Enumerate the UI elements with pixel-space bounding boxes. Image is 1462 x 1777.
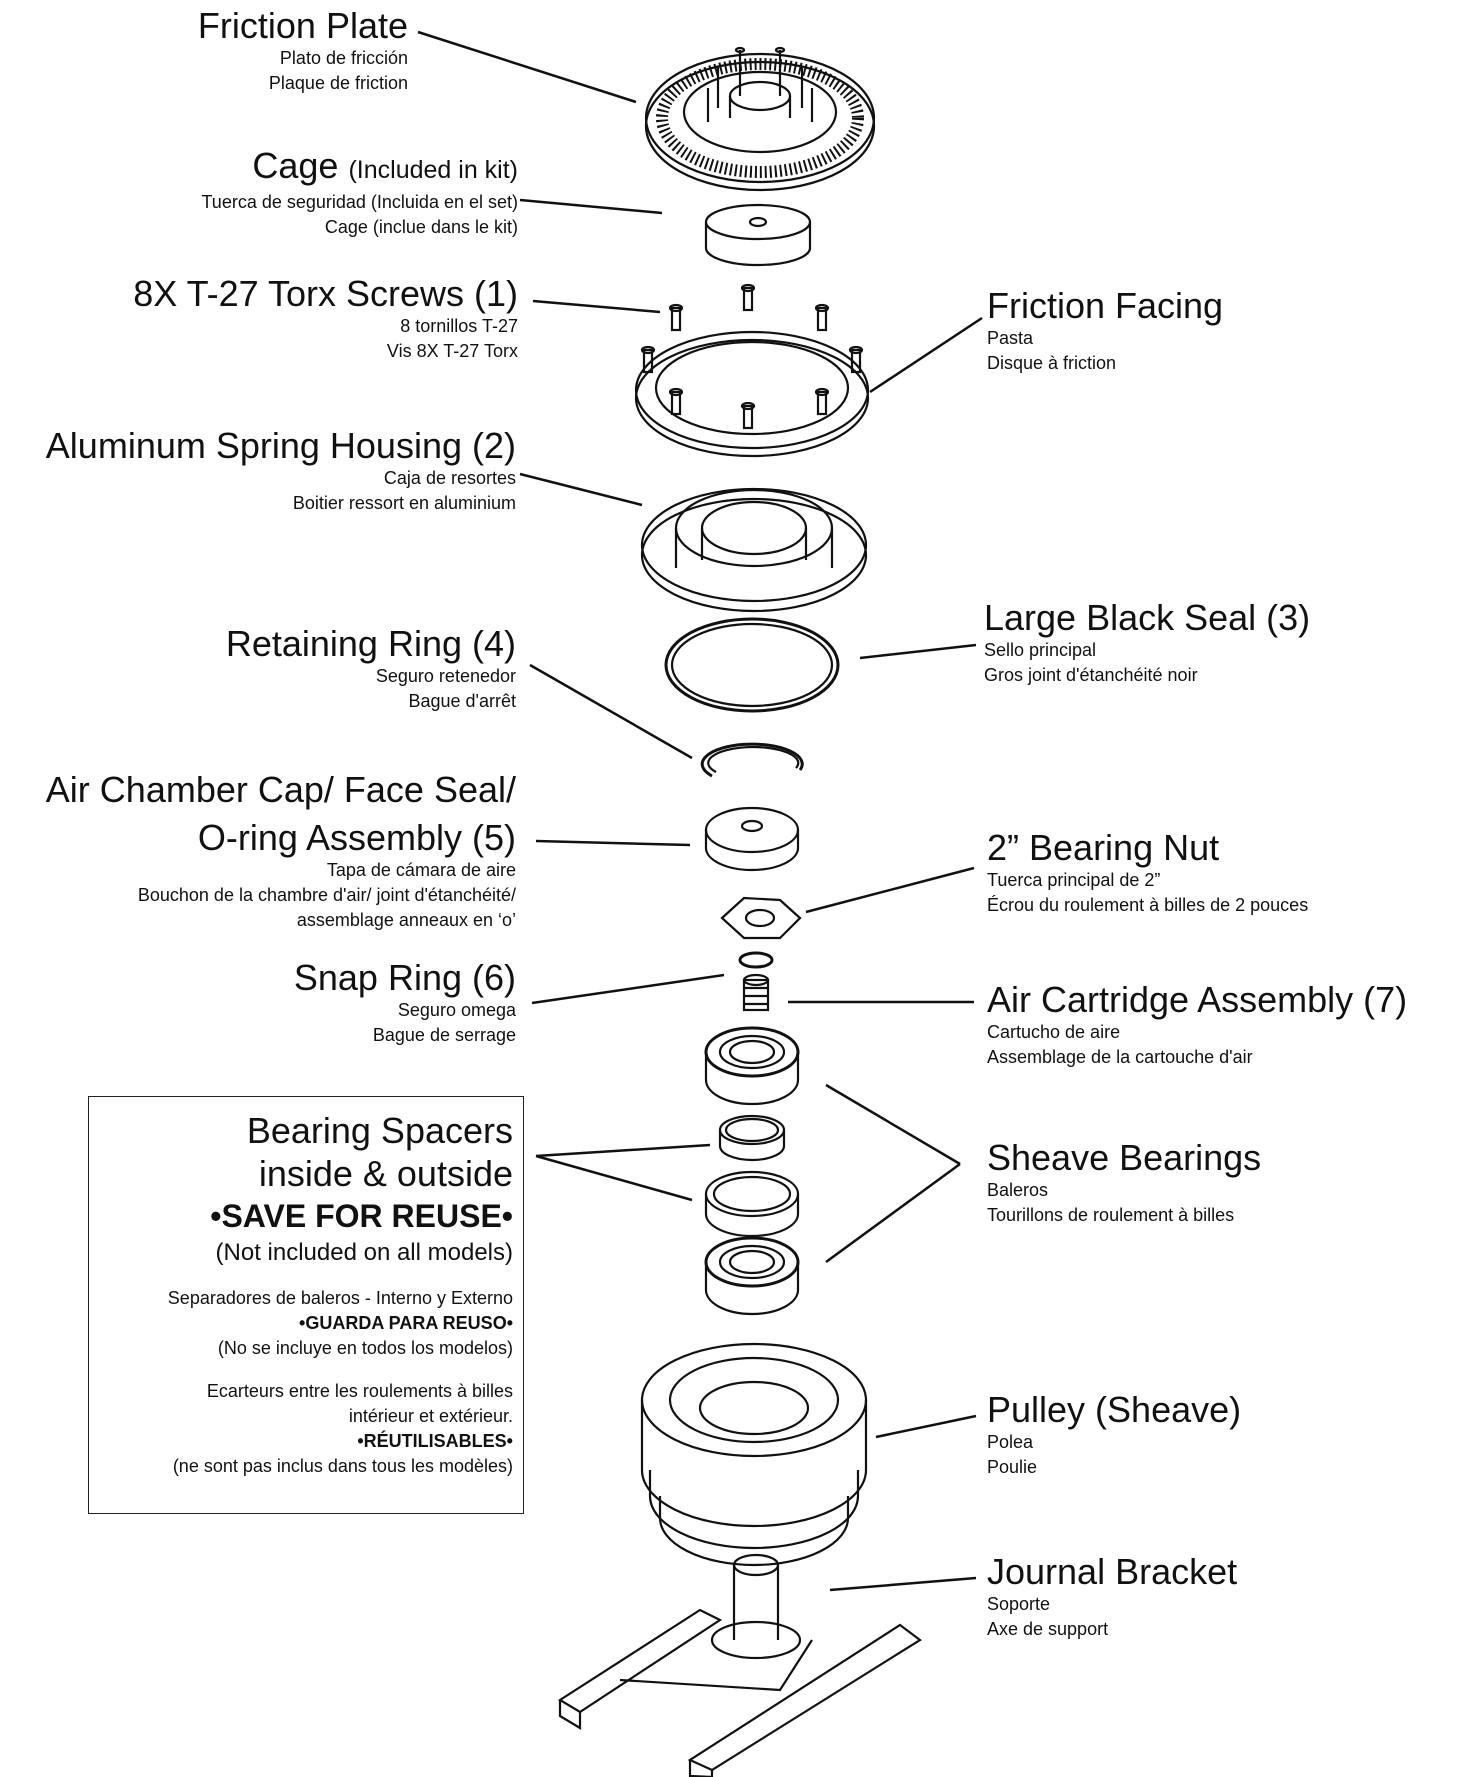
sheave-bearings-es: Baleros — [987, 1180, 1049, 1200]
screws-es: 8 tornillos T-27 — [400, 316, 518, 336]
air-chamber-fr2: assemblage anneaux en ‘o’ — [296, 910, 516, 930]
air-cartridge-fr: Assemblage de la cartouche d'air — [987, 1047, 1253, 1067]
label-screws: 8X T-27 Torx Screws (1) 8 tornillos T-27… — [133, 274, 518, 364]
label-friction-facing: Friction Facing Pasta Disque à friction — [987, 286, 1223, 376]
snap-ring-es: Seguro omega — [397, 1000, 516, 1020]
sheave-bearing-top — [704, 1026, 800, 1106]
air-chamber-title2: O-ring Assembly (5) — [197, 817, 516, 858]
screws-fr: Vis 8X T-27 Torx — [386, 341, 518, 361]
sheave-bearing-bottom — [704, 1236, 800, 1316]
snap-ring-title: Snap Ring (6) — [293, 957, 516, 998]
sheave-bearings-title: Sheave Bearings — [987, 1137, 1262, 1178]
spring-housing-es: Caja de resortes — [383, 468, 516, 488]
friction-facing — [634, 330, 870, 458]
air-chamber-es: Tapa de cámara de aire — [326, 860, 516, 880]
spacers-fr-save: •RÉUTILISABLES• — [357, 1431, 513, 1451]
spacers-es-note: (No se incluye en todos los modelos) — [217, 1338, 513, 1358]
spring-housing-title: Aluminum Spring Housing (2) — [45, 425, 516, 466]
cage-note: (Included in kit) — [348, 156, 518, 184]
cage-title: Cage — [252, 145, 339, 186]
snap-ring — [738, 951, 774, 969]
torx-screws — [640, 283, 864, 430]
label-large-seal: Large Black Seal (3) Sello principal Gro… — [984, 598, 1310, 688]
air-chamber-title1: Air Chamber Cap/ Face Seal/ — [45, 769, 516, 810]
label-bearing-nut: 2” Bearing Nut Tuerca principal de 2” Éc… — [987, 828, 1308, 918]
label-cage: Cage (Included in kit) Tuerca de segurid… — [201, 146, 518, 240]
pulley — [640, 1342, 868, 1567]
large-seal-title: Large Black Seal (3) — [984, 597, 1311, 638]
sheave-bearings-fr: Tourillons de roulement à billes — [987, 1205, 1235, 1225]
air-cartridge — [742, 973, 770, 1012]
spacers-line1: Bearing Spacers — [246, 1110, 513, 1151]
large-seal — [664, 617, 840, 713]
spacers-line2: inside & outside — [258, 1153, 513, 1194]
bearing-nut-title: 2” Bearing Nut — [987, 827, 1220, 868]
journal-bracket-fr: Axe de support — [987, 1619, 1109, 1639]
friction-facing-fr: Disque à friction — [987, 353, 1117, 373]
friction-plate-title: Friction Plate — [197, 5, 408, 46]
bearing-nut — [720, 896, 802, 940]
snap-ring-fr: Bague de serrage — [372, 1025, 516, 1045]
friction-plate-fr: Plaque de friction — [268, 73, 408, 93]
label-sheave-bearings: Sheave Bearings Baleros Tourillons de ro… — [987, 1138, 1261, 1228]
label-air-chamber: Air Chamber Cap/ Face Seal/ O-ring Assem… — [46, 770, 516, 933]
cage-fr: Cage (inclue dans le kit) — [324, 217, 518, 237]
cage — [704, 203, 812, 267]
spacers-fr-line2: intérieur et extérieur. — [348, 1406, 513, 1426]
pulley-fr: Poulie — [987, 1457, 1038, 1477]
retaining-ring-es: Seguro retenedor — [375, 666, 516, 686]
bearing-spacers — [704, 1114, 800, 1238]
spacers-es-line: Separadores de baleros - Interno y Exter… — [167, 1288, 513, 1308]
label-spring-housing: Aluminum Spring Housing (2) Caja de reso… — [46, 426, 516, 516]
spring-housing — [640, 487, 868, 613]
label-retaining-ring: Retaining Ring (4) Seguro retenedor Bagu… — [226, 624, 516, 714]
friction-facing-title: Friction Facing — [987, 285, 1224, 326]
label-friction-plate: Friction Plate Plato de fricción Plaque … — [198, 6, 408, 96]
bearing-spacers-box: Bearing Spacers inside & outside •SAVE F… — [88, 1096, 524, 1514]
spacers-fr-note: (ne sont pas inclus dans tous les modèle… — [172, 1456, 513, 1476]
screws-title: 8X T-27 Torx Screws (1) — [133, 273, 518, 314]
save-for-reuse: •SAVE FOR REUSE• — [210, 1198, 513, 1234]
label-journal-bracket: Journal Bracket Soporte Axe de support — [987, 1552, 1237, 1642]
label-snap-ring: Snap Ring (6) Seguro omega Bague de serr… — [294, 958, 516, 1048]
friction-facing-es: Pasta — [987, 328, 1034, 348]
friction-plate — [644, 46, 876, 192]
pulley-es: Polea — [987, 1432, 1034, 1452]
retaining-ring-title: Retaining Ring (4) — [225, 623, 516, 664]
bearing-nut-es: Tuerca principal de 2” — [987, 870, 1161, 890]
pulley-title: Pulley (Sheave) — [987, 1389, 1242, 1430]
retaining-ring — [700, 742, 804, 778]
spacers-es-save: •GUARDA PARA REUSO• — [299, 1313, 513, 1333]
spacers-fr-line1: Ecarteurs entre les roulements à billes — [206, 1381, 513, 1401]
label-pulley: Pulley (Sheave) Polea Poulie — [987, 1390, 1241, 1480]
label-air-cartridge: Air Cartridge Assembly (7) Cartucho de a… — [987, 980, 1407, 1070]
bearing-nut-fr: Écrou du roulement à billes de 2 pouces — [987, 895, 1309, 915]
not-included-note: (Not included on all models) — [215, 1239, 513, 1266]
spring-housing-fr: Boitier ressort en aluminium — [292, 493, 516, 513]
journal-bracket-es: Soporte — [987, 1594, 1051, 1614]
leader-lines — [417, 30, 983, 1592]
retaining-ring-fr: Bague d'arrêt — [408, 691, 516, 711]
friction-plate-es: Plato de fricción — [279, 48, 408, 68]
air-cartridge-title: Air Cartridge Assembly (7) — [987, 979, 1408, 1020]
journal-bracket — [557, 1553, 922, 1777]
air-chamber-fr1: Bouchon de la chambre d'air/ joint d'éta… — [137, 885, 516, 905]
large-seal-fr: Gros joint d'étanchéité noir — [984, 665, 1198, 685]
air-cartridge-es: Cartucho de aire — [987, 1022, 1121, 1042]
large-seal-es: Sello principal — [984, 640, 1097, 660]
air-chamber-cap — [704, 806, 800, 872]
cage-es: Tuerca de seguridad (Incluida en el set) — [201, 192, 518, 212]
journal-bracket-title: Journal Bracket — [987, 1551, 1238, 1592]
